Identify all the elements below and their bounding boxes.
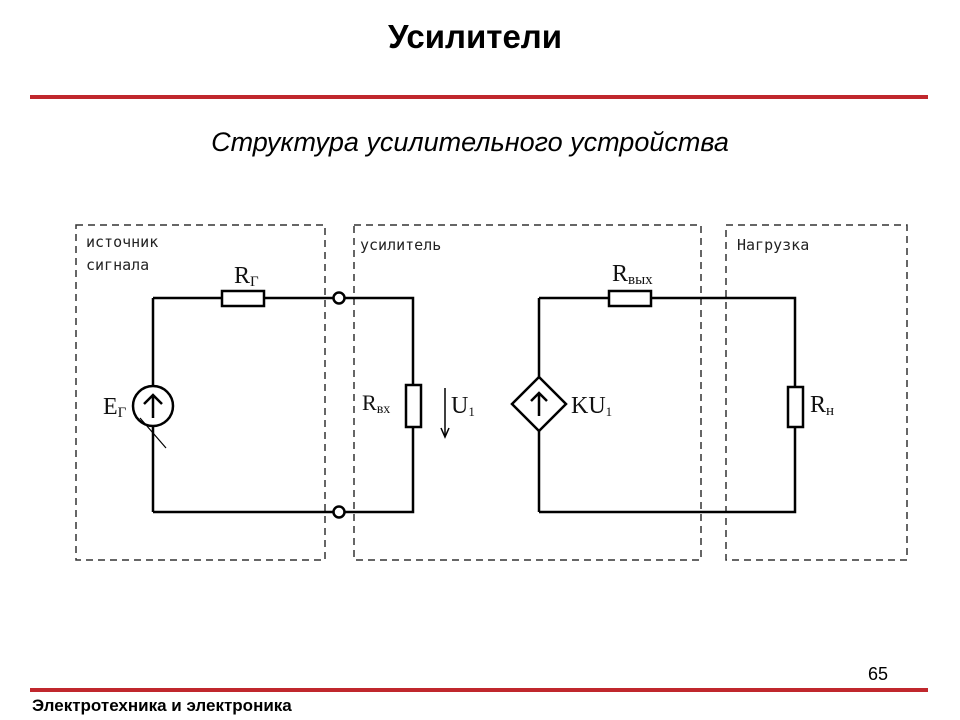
page-number: 65 <box>868 664 889 684</box>
source-block-label-line2: сигнала <box>86 256 149 274</box>
controlled-source-icon <box>510 375 568 433</box>
output-bottom-wire <box>539 427 797 514</box>
resistor-r-load <box>786 385 805 429</box>
label-r-load: Rн <box>810 392 834 419</box>
label-r-out: Rвых <box>612 261 653 288</box>
voltage-arrow-icon <box>440 388 450 439</box>
amplifier-block-frame <box>353 224 702 561</box>
slide-subtitle: Структура усилительного устройства <box>211 127 729 157</box>
emf-source-icon <box>131 384 175 449</box>
resistor-r-in <box>404 383 423 429</box>
load-block-frame <box>725 224 908 561</box>
input-terminal-top <box>332 291 346 305</box>
load-block-label: Нагрузка <box>737 236 809 254</box>
source-bottom-wire <box>153 427 415 514</box>
label-r-source: RГ <box>234 263 259 290</box>
amplifier-block-label: усилитель <box>360 236 441 254</box>
resistor-r-out <box>607 289 653 308</box>
source-top-wire <box>153 296 415 385</box>
label-u1: U1 <box>451 393 475 419</box>
page-title: Усилители <box>387 18 563 55</box>
header-rule <box>30 95 928 99</box>
resistor-r-source <box>220 289 266 308</box>
label-ku1: KU1 <box>571 393 612 419</box>
footer-rule <box>30 688 928 692</box>
footer-course-title: Электротехника и электроника <box>32 696 292 715</box>
source-block-label-line1: источник <box>86 233 158 251</box>
input-terminal-bottom <box>332 505 346 519</box>
source-block-frame <box>75 224 326 561</box>
output-top-wire <box>539 296 797 387</box>
label-e-source: EГ <box>103 394 127 421</box>
label-r-in: Rвх <box>362 390 390 417</box>
